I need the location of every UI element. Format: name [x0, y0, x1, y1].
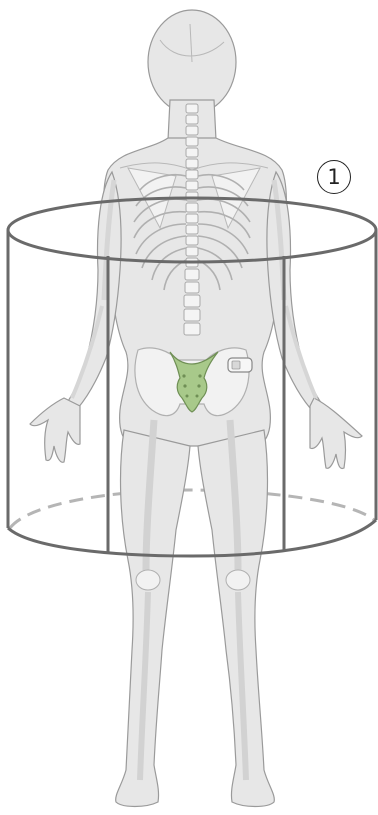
- cylinder-bottom-back-dashed: [10, 490, 374, 528]
- marker-label: 1: [317, 160, 351, 194]
- right-knee: [226, 570, 250, 590]
- spine: [184, 104, 200, 335]
- cylinder-bottom-front: [8, 520, 376, 556]
- left-knee: [136, 570, 160, 590]
- right-hand: [310, 398, 362, 468]
- left-hand: [30, 398, 80, 462]
- stimulator-device-icon: [228, 358, 252, 372]
